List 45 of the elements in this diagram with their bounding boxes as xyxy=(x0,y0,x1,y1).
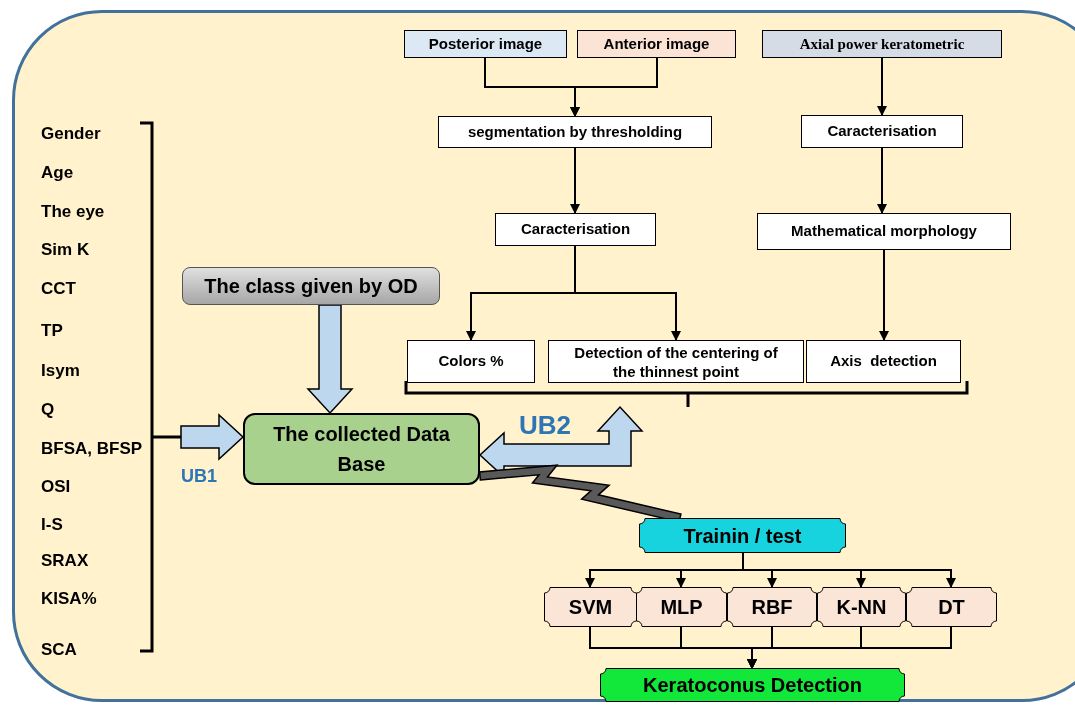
class-box: The class given by OD xyxy=(182,267,440,305)
classifier-box: SVM xyxy=(544,587,637,627)
process-box: Mathematical morphology xyxy=(757,213,1011,250)
classifier-box: RBF xyxy=(727,587,817,627)
arrow xyxy=(747,626,952,669)
feature-label: Q xyxy=(41,401,55,418)
arrow xyxy=(570,57,658,117)
feature-label: KISA% xyxy=(41,590,97,607)
input-box: Anterior image xyxy=(577,30,736,58)
arrow xyxy=(879,249,889,341)
edge-label: UB1 xyxy=(181,467,217,485)
process-box: Trainin / test xyxy=(639,518,846,553)
block-arrow xyxy=(306,304,354,415)
feature-label: CCT xyxy=(41,280,76,297)
feature-label: TP xyxy=(41,322,63,339)
process-box: Caracterisation xyxy=(801,115,963,148)
process-box: segmentation by thresholding xyxy=(438,116,712,148)
feature-label: Sim K xyxy=(41,241,90,258)
process-box: Axis detection xyxy=(806,340,961,383)
arrow xyxy=(877,57,887,116)
classifier-box: K-NN xyxy=(817,587,906,627)
feature-label: The eye xyxy=(41,203,105,220)
arrow xyxy=(570,147,580,214)
classifier-box: MLP xyxy=(636,587,727,627)
process-box: Colors % xyxy=(407,340,535,383)
arrow xyxy=(877,147,887,214)
feature-label: Age xyxy=(41,164,74,181)
feature-label: SRAX xyxy=(41,552,89,569)
input-box: Axial power keratometric xyxy=(762,30,1002,58)
database-box: The collected Data Base xyxy=(243,413,480,485)
process-box: Caracterisation xyxy=(495,213,656,246)
feature-label: BFSA, BFSP xyxy=(41,440,143,457)
input-box: Posterior image xyxy=(404,30,567,58)
feature-label: SCA xyxy=(41,641,77,658)
process-box: Detection of the centering of the thinnest point xyxy=(548,340,804,383)
feature-label: Gender xyxy=(41,125,101,142)
feature-label: OSI xyxy=(41,478,71,495)
block-arrow xyxy=(180,413,245,461)
classifier-box: DT xyxy=(906,587,997,627)
result-box: Keratoconus Detection xyxy=(600,668,905,702)
arrow xyxy=(574,245,681,341)
bracket xyxy=(404,380,969,407)
feature-label: Isym xyxy=(41,362,80,379)
edge-label: UB2 xyxy=(519,412,571,438)
feature-label: I-S xyxy=(41,516,63,533)
